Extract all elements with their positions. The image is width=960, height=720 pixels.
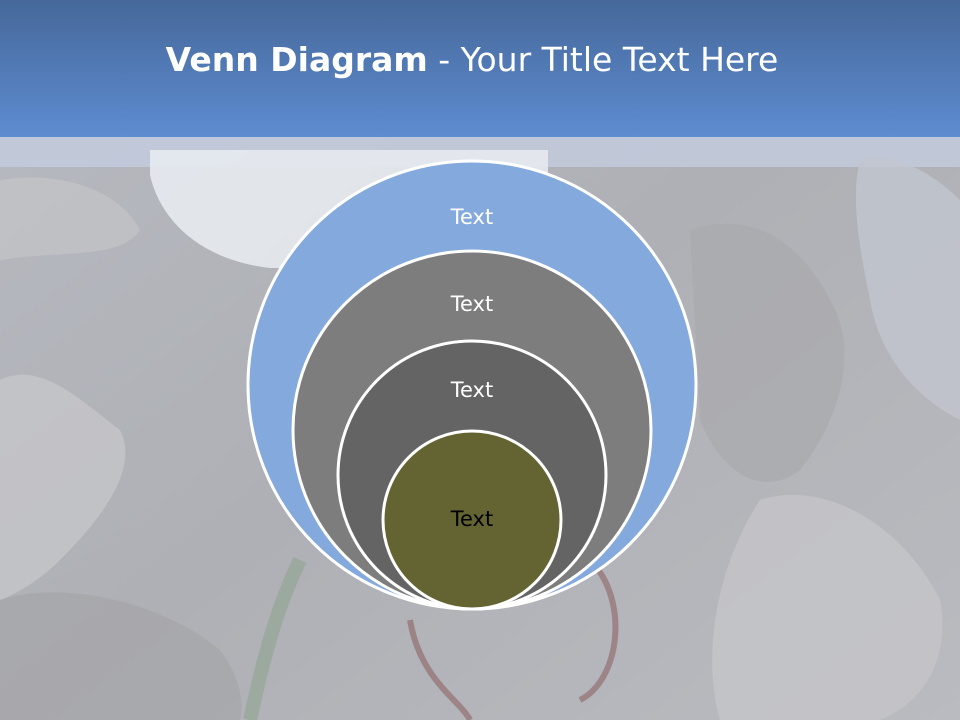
inner-circle-label: Text: [450, 507, 493, 531]
second-circle-label: Text: [450, 292, 493, 316]
slide-title-bold: Venn Diagram: [165, 40, 428, 79]
inner-circle[interactable]: [381, 429, 563, 611]
title-band: [0, 0, 960, 137]
slide-title: Venn Diagram - Your Title Text Here: [0, 40, 944, 79]
third-circle-label: Text: [450, 378, 493, 402]
slide-title-rest: - Your Title Text Here: [427, 40, 779, 79]
outer-circle-label: Text: [450, 205, 493, 229]
